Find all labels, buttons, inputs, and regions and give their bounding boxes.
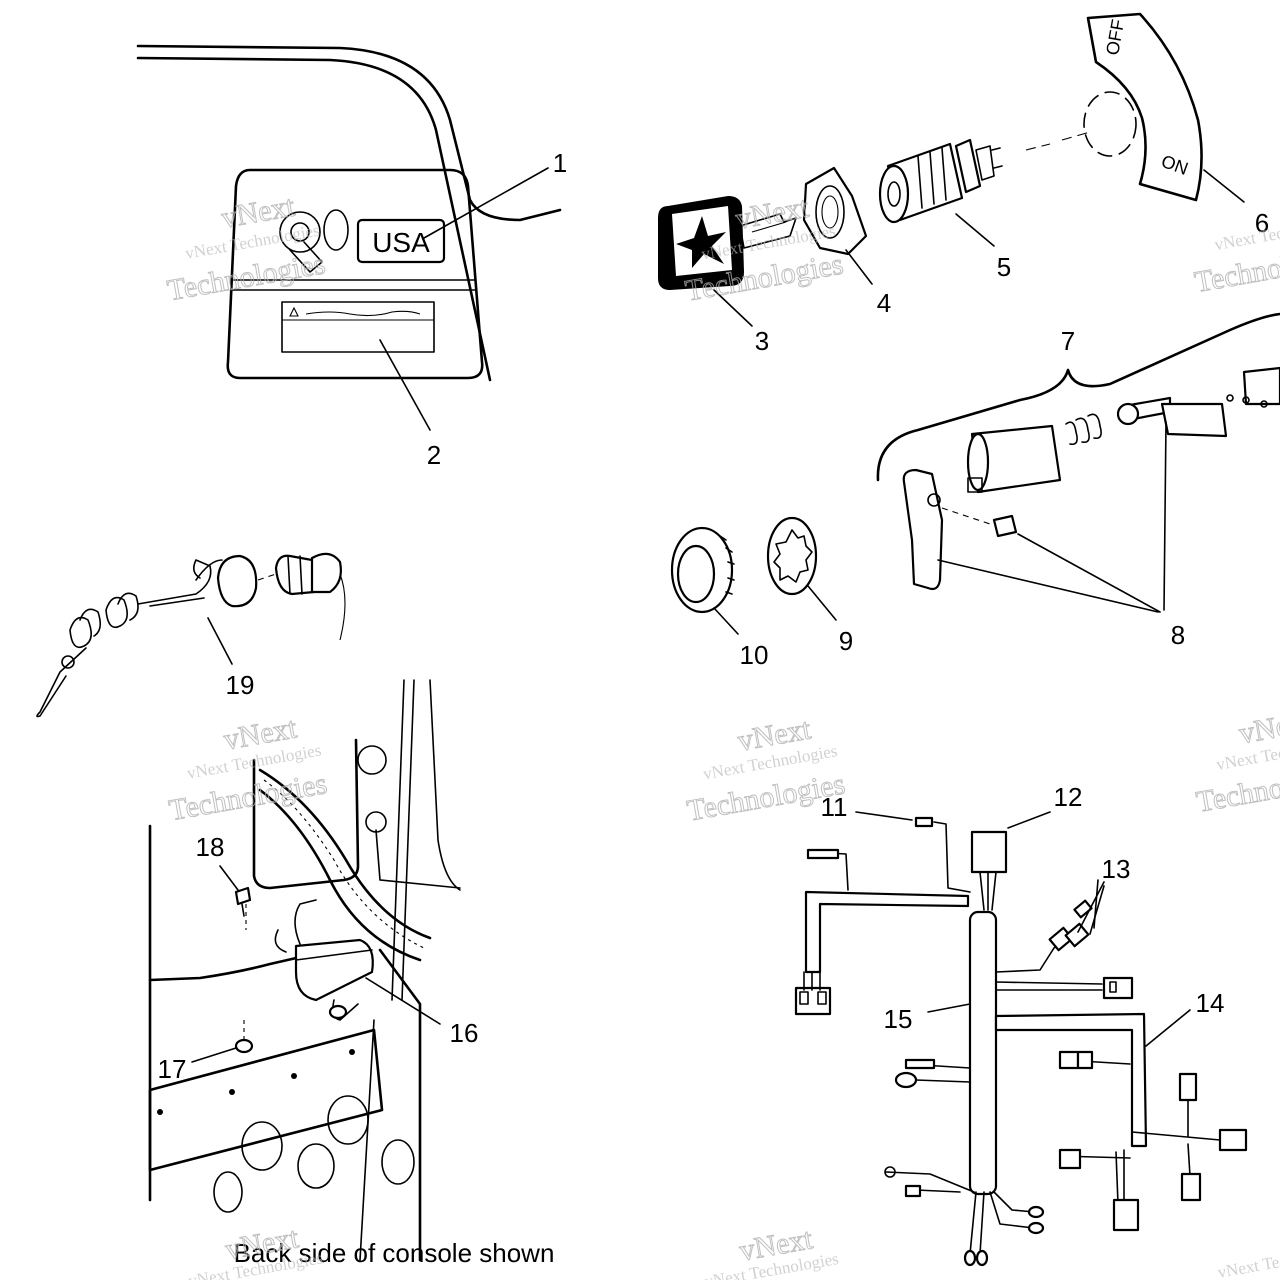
callout-2: 2 — [427, 440, 441, 470]
console-panel: USA — [136, 44, 562, 431]
callout-1: 1 — [553, 148, 567, 178]
watermark-line: vNext Technologies — [1213, 212, 1280, 254]
caption-text: Back side of console shown — [234, 1238, 555, 1268]
watermark-vnext: vNext — [1237, 705, 1280, 750]
switch-assembly — [876, 312, 1280, 613]
callout-numbers: 1 2 3 4 5 6 7 8 9 10 11 12 13 14 15 16 1… — [158, 148, 1270, 1084]
callout-19: 19 — [226, 670, 255, 700]
console-back — [148, 679, 461, 1262]
watermark-line: vNext Technologies — [1216, 1240, 1280, 1280]
ignition-switch — [878, 131, 1091, 247]
off-label: OFF — [1102, 18, 1128, 57]
callout-14: 14 — [1196, 988, 1225, 1018]
callout-18: 18 — [196, 832, 225, 862]
callout-6: 6 — [1255, 208, 1269, 238]
callout-17: 17 — [158, 1054, 187, 1084]
callout-5: 5 — [997, 252, 1011, 282]
on-label: ON — [1159, 151, 1191, 179]
callout-10: 10 — [740, 640, 769, 670]
callout-9: 9 — [839, 626, 853, 656]
callout-7: 7 — [1061, 326, 1075, 356]
off-on-decal: OFF ON — [1083, 12, 1245, 203]
callout-3: 3 — [755, 326, 769, 356]
callout-4: 4 — [877, 288, 891, 318]
callout-13: 13 — [1102, 854, 1131, 884]
callout-8: 8 — [1171, 620, 1185, 650]
callout-15: 15 — [884, 1004, 913, 1034]
watermark: vNext vNext Technologies Technologies vN… — [164, 189, 1280, 1280]
wiring-harness — [794, 811, 1248, 1267]
ignition-key — [739, 213, 797, 249]
emblem-badge — [658, 196, 753, 327]
knurled-nut — [670, 526, 739, 635]
callout-12: 12 — [1054, 782, 1083, 812]
tether-cord — [36, 552, 346, 718]
callout-11: 11 — [821, 792, 848, 822]
callout-16: 16 — [450, 1018, 479, 1048]
hex-nut — [802, 166, 873, 285]
usa-plate-text: USA — [372, 227, 430, 258]
lock-washer — [766, 516, 837, 621]
